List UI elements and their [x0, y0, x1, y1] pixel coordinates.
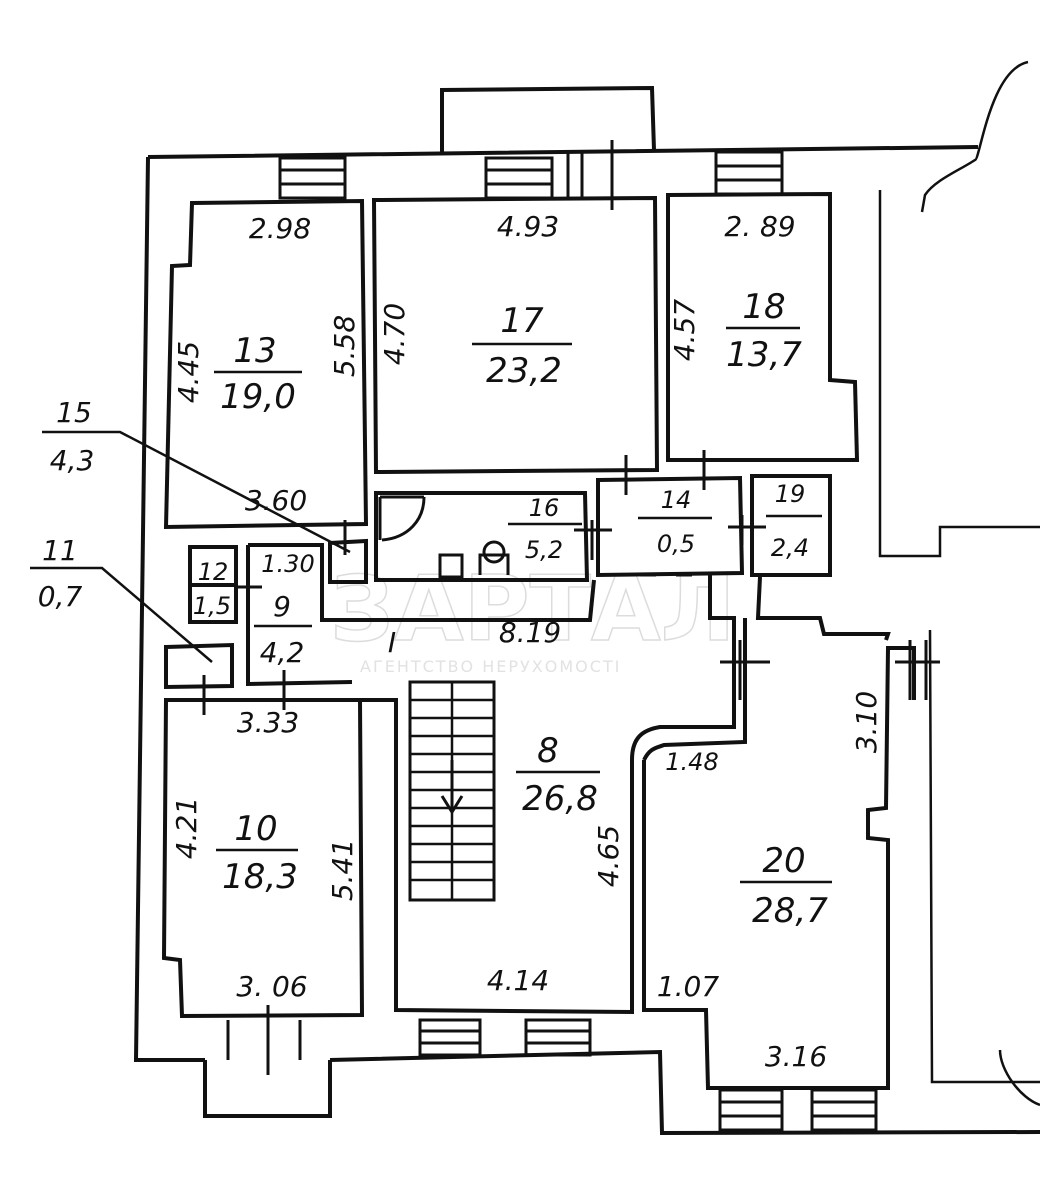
dimension-label: 4.21 [170, 797, 203, 859]
room-area: 18,3 [222, 857, 298, 897]
watermark-tagline: АГЕНТСТВО НЕРУХОМОСТІ [360, 657, 621, 676]
dimension-label: 1.07 [657, 970, 720, 1003]
room-19: 19 2,4 [766, 480, 822, 562]
room-area: 23,2 [486, 351, 562, 391]
room-labels: 13 19,0 17 23,2 18 13,7 16 5,2 14 0,5 19… [38, 287, 832, 931]
room-area: 4,2 [260, 636, 305, 669]
room-17: 17 23,2 [472, 301, 572, 391]
toilet-icon [482, 540, 506, 564]
room-area: 4,3 [50, 444, 95, 477]
room-16: 16 5,2 [508, 494, 582, 564]
dimension-label: 5.41 [326, 839, 359, 901]
dimension-label: 3.16 [765, 1040, 827, 1073]
room-12: 12 1,5 [193, 558, 231, 620]
room-number: 19 [775, 480, 806, 508]
room-number: 9 [273, 590, 291, 623]
dimension-label: 4.14 [487, 964, 549, 997]
room-18: 18 13,7 [726, 287, 802, 375]
dimension-label: 1.48 [665, 748, 718, 776]
room-20: 20 28,7 [740, 841, 832, 931]
staircase [408, 680, 496, 902]
dimension-label: 3. 06 [236, 970, 307, 1003]
room-11: 11 0,7 [38, 534, 83, 613]
dimension-label: 8.19 [499, 616, 561, 649]
dimension-label: 3.10 [850, 691, 883, 753]
room-area: 13,7 [726, 335, 802, 375]
dimension-label: 4.57 [668, 299, 701, 362]
room-walls [161, 191, 916, 1090]
room-14: 14 15 4,3 [50, 396, 95, 477]
dimension-label: 4.93 [497, 210, 559, 243]
room-area: 28,7 [752, 891, 828, 931]
room-area: 2,4 [771, 534, 809, 562]
room-8: 8 26,8 [516, 731, 600, 819]
sink-icon [438, 553, 464, 579]
room-area: 0,7 [38, 580, 83, 613]
outer-walls [133, 60, 1040, 1136]
room-number: 11 [42, 534, 78, 567]
room-number: 10 [234, 809, 277, 849]
room-area: 0,5 [657, 530, 695, 558]
room-9: 9 4,2 [254, 590, 312, 669]
corridor-mark: I [388, 626, 396, 659]
dimension-label: 4.65 [592, 825, 625, 887]
arrow-down-icon [440, 760, 464, 815]
dimension-label: 3.60 [245, 484, 307, 517]
room-area: 19,0 [220, 377, 296, 417]
room-15: 14 0,5 [638, 486, 712, 558]
dimension-label: 4.45 [172, 341, 205, 403]
dimension-label: 2.98 [249, 212, 311, 245]
room-13: 13 19,0 [214, 331, 302, 417]
room-number: 12 [198, 558, 229, 586]
room-number: 13 [233, 331, 276, 371]
dimension-label: 2. 89 [724, 210, 795, 243]
room-number: 17 [500, 301, 544, 341]
dimension-label: 3.33 [237, 706, 299, 739]
room-number: 15 [56, 396, 92, 429]
windows [226, 140, 878, 1132]
dimension-labels: 2.98 4.45 5.58 3.60 4.93 4.70 2. 89 4.57… [170, 210, 883, 1073]
dimension-label: 4.70 [378, 303, 411, 365]
room-number: 16 [529, 494, 560, 522]
room-10: 10 18,3 [216, 809, 298, 897]
room-area: 1,5 [193, 592, 231, 620]
room-number: 14 [661, 486, 692, 514]
room-number: 20 [762, 841, 805, 881]
room-area: 5,2 [525, 536, 563, 564]
room-area: 26,8 [522, 779, 598, 819]
dimension-label: 5.58 [328, 315, 361, 377]
room-number: 8 [537, 731, 559, 771]
fixtures [30, 430, 940, 902]
dimension-label: 1.30 [261, 550, 314, 578]
room-number: 18 [742, 287, 785, 327]
